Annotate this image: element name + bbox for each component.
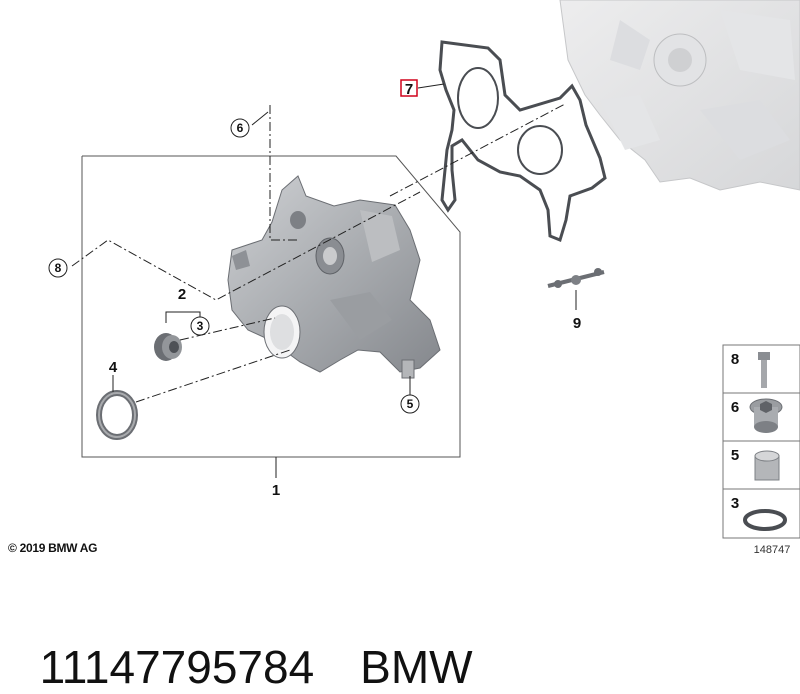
copyright-notice: © 2019 BMW AG — [8, 541, 98, 555]
callout-7: 7 — [400, 79, 418, 98]
svg-text:9: 9 — [573, 315, 581, 332]
callout-leaders — [112, 83, 577, 478]
svg-text:5: 5 — [731, 447, 739, 464]
callout-2: 2 — [178, 286, 186, 303]
callout-3: 3 — [190, 316, 210, 336]
assembly-frame — [81, 155, 461, 458]
legend-item-3: 3 — [731, 495, 787, 531]
timing-cover — [227, 175, 441, 379]
shaft-seal — [154, 333, 182, 361]
legend-item-8: 8 — [731, 351, 770, 388]
callout-1: 1 — [272, 482, 280, 499]
svg-text:8: 8 — [731, 351, 739, 368]
svg-text:7: 7 — [405, 81, 413, 98]
part-caption: 11147795784 BMW — [14, 586, 473, 694]
part-number: 11147795784 — [39, 641, 315, 693]
svg-text:2: 2 — [178, 286, 186, 303]
callout-6: 6 — [230, 118, 250, 138]
svg-text:4: 4 — [109, 359, 118, 376]
parts-diagram: 1 2 3 4 5 6 7 8 9 8 6 — [48, 0, 800, 556]
drawing-number: 148747 — [754, 544, 791, 556]
brand-name: BMW — [360, 641, 473, 693]
legend-item-6: 6 — [731, 398, 783, 433]
svg-text:8: 8 — [55, 261, 62, 275]
callout-9: 9 — [573, 315, 581, 332]
stud-bolt — [547, 268, 605, 288]
engine-block — [559, 0, 800, 191]
svg-text:5: 5 — [407, 397, 414, 411]
legend-item-5: 5 — [731, 447, 780, 481]
svg-text:3: 3 — [731, 495, 739, 512]
callout-8: 8 — [48, 258, 68, 278]
timing-cover-gasket — [438, 40, 607, 243]
leader-lines — [71, 103, 566, 403]
svg-text:6: 6 — [731, 399, 739, 416]
svg-text:3: 3 — [197, 319, 204, 333]
callout-5: 5 — [400, 394, 420, 414]
svg-text:1: 1 — [272, 482, 280, 499]
parts-legend: 8 6 5 3 — [722, 344, 800, 539]
sealing-ring — [96, 390, 138, 440]
callout-4: 4 — [109, 359, 118, 376]
svg-text:6: 6 — [237, 121, 244, 135]
